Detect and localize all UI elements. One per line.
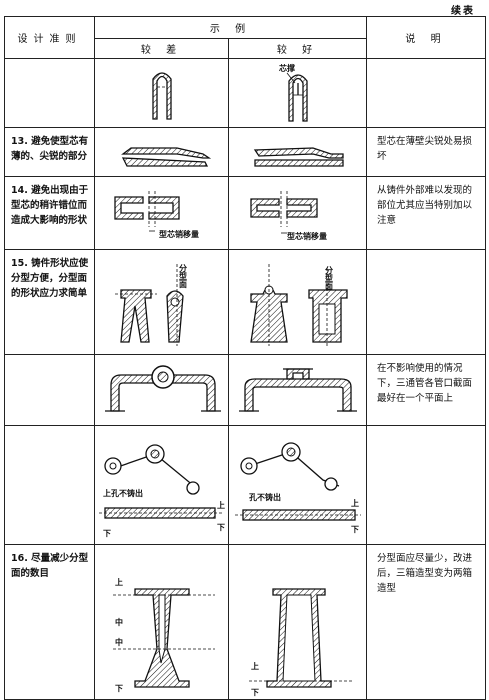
label-down-right: 下 xyxy=(217,523,225,532)
figure-worse xyxy=(94,354,229,426)
label-core-shift: 型芯销移量 xyxy=(159,229,199,239)
label-up: 上 xyxy=(103,488,111,498)
table-row: 14. 避免出现由于型芯的稍许错位而造成大影响的形状 型芯销移量 型芯销移量 从… xyxy=(4,176,486,250)
criterion-cell: 16. 尽量减少分型面的数目 xyxy=(4,544,95,700)
explanation-cell: 从铸件外部难以发现的部位尤其应当特别加以注意 xyxy=(366,176,486,250)
header-better: 较 好 xyxy=(228,38,367,59)
criterion-cell: 15. 铸件形状应使分型方便，分型面的形状应力求简单 xyxy=(4,249,95,355)
table-row: 13. 避免使型芯有薄的、尖锐的部分 型芯在薄壁尖锐处易损坏 xyxy=(4,127,486,177)
header-worse: 较 差 xyxy=(94,38,229,59)
core-better-figure: 芯撑 xyxy=(279,63,308,122)
core-worse-figure xyxy=(152,72,172,120)
explanation-cell xyxy=(366,425,486,545)
figure-worse: 型芯销移量 xyxy=(94,176,229,250)
thin-core-worse-figure xyxy=(121,147,212,167)
explanation-cell xyxy=(366,249,486,355)
linkage-better-figure: 孔不铸出 上 下 xyxy=(235,442,361,534)
label-mid-2: 中 xyxy=(115,637,123,647)
explanation-cell: 在不影响使用的情况下，三通管各管口截面最好在一个平面上 xyxy=(366,354,486,426)
table-row: 16. 尽量减少分型面的数目 上 中 中 下 上 下 分型面应尽量少，改进 xyxy=(4,544,486,700)
criterion-cell: 13. 避免使型芯有薄的、尖锐的部分 xyxy=(4,127,95,177)
figure-better: 芯撑 xyxy=(228,58,367,128)
figure-better xyxy=(228,354,367,426)
label-parting-surface: 分型面 xyxy=(325,265,334,291)
label-up: 上 xyxy=(115,577,123,587)
label-hole-not-cast: 孔不铸出 xyxy=(111,488,143,498)
figure-better: 孔不铸出 上 下 xyxy=(228,425,367,545)
label-down: 下 xyxy=(115,684,123,693)
criterion-cell xyxy=(4,425,95,545)
label-down: 下 xyxy=(251,688,259,697)
header-explanation: 说 明 xyxy=(366,16,486,59)
tee-better-figure xyxy=(239,368,357,412)
table-row: 上 孔不铸出 下 上 下 孔不铸出 上 下 xyxy=(4,425,486,545)
label-chaplet: 芯撑 xyxy=(279,63,295,73)
tee-worse-figure xyxy=(105,365,221,412)
label-down-right: 下 xyxy=(351,525,359,534)
label-core-shift: 型芯销移量 xyxy=(287,231,327,241)
explanation-cell xyxy=(366,58,486,128)
core-shift-better-figure: 型芯销移量 xyxy=(250,191,327,241)
linkage-worse-figure: 上 孔不铸出 下 上 下 xyxy=(99,444,225,538)
table-row: 芯撑 xyxy=(4,58,486,128)
criterion-cell xyxy=(4,58,95,128)
label-parting-surface: 分型面 xyxy=(179,263,188,289)
label-mid: 中 xyxy=(115,617,123,627)
criterion-cell xyxy=(4,354,95,426)
core-shift-worse-figure: 型芯销移量 xyxy=(114,191,199,239)
label-down: 下 xyxy=(103,529,111,538)
figure-worse: 分型面 xyxy=(94,249,229,355)
label-up-right: 上 xyxy=(351,498,359,508)
label-hole-not-cast: 孔不铸出 xyxy=(249,492,281,502)
design-criteria-table: 设计准则 示 例 说 明 较 差 较 好 芯撑 13. 避免使型芯有 xyxy=(4,16,486,700)
label-up: 上 xyxy=(251,661,259,671)
explanation-cell: 型芯在薄壁尖锐处易损坏 xyxy=(366,127,486,177)
two-box-better-figure: 上 下 xyxy=(249,588,353,697)
header-examples: 示 例 xyxy=(94,16,367,39)
three-box-worse-figure: 上 中 中 下 xyxy=(113,577,215,693)
parting-better-figure: 分型面 xyxy=(250,264,348,346)
continued-label: 续表 xyxy=(451,6,475,17)
header-criteria: 设计准则 xyxy=(4,16,95,59)
figure-worse xyxy=(94,127,229,177)
figure-worse: 上 孔不铸出 下 上 下 xyxy=(94,425,229,545)
criterion-cell: 14. 避免出现由于型芯的稍许错位而造成大影响的形状 xyxy=(4,176,95,250)
table-row: 15. 铸件形状应使分型方便，分型面的形状应力求简单 分型面 分型面 xyxy=(4,249,486,355)
table-row: 在不影响使用的情况下，三通管各管口截面最好在一个平面上 xyxy=(4,354,486,426)
figure-worse: 上 中 中 下 xyxy=(94,544,229,700)
figure-worse xyxy=(94,58,229,128)
figure-better: 上 下 xyxy=(228,544,367,700)
figure-better xyxy=(228,127,367,177)
figure-better: 分型面 xyxy=(228,249,367,355)
explanation-cell: 分型面应尽量少，改进后，三箱造型变为两箱造型 xyxy=(366,544,486,700)
thin-core-better-figure xyxy=(253,147,344,167)
figure-better: 型芯销移量 xyxy=(228,176,367,250)
label-up-right: 上 xyxy=(217,500,225,510)
parting-worse-figure: 分型面 xyxy=(115,263,188,346)
